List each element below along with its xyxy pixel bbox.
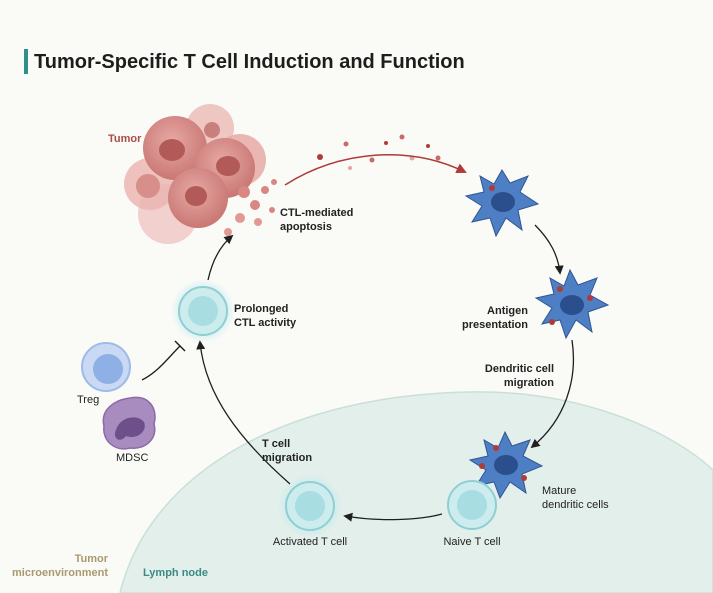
ctl-apoptosis-label: CTL-mediated apoptosis (280, 207, 354, 233)
lymph-node-label: Lymph node (143, 567, 208, 579)
t-cell-migration-arrow (196, 340, 291, 485)
inhibition-line (141, 345, 181, 381)
inhibition-bar (174, 340, 186, 352)
activated-t-cell-label: Activated T cell (272, 536, 348, 548)
title-accent-bar (24, 49, 28, 74)
antigen-presentation-label: Antigen presentation (461, 305, 528, 331)
lymph-node-region (119, 391, 713, 593)
tumor-microenvironment-label: Tumor microenvironment (12, 553, 108, 579)
dc-migration-label: Dendritic cell migration (484, 363, 554, 389)
mature-dc-label: Mature dendritic cells (542, 485, 609, 511)
tumor-label: Tumor (108, 133, 142, 145)
naive-t-cell-label: Naive T cell (443, 536, 501, 548)
antigen-release-arrow (284, 154, 467, 186)
ctl-attack-arrow (207, 234, 234, 281)
page-title: Tumor-Specific T Cell Induction and Func… (34, 51, 465, 73)
treg-label: Treg (77, 394, 100, 406)
treg-cell (81, 342, 131, 392)
mature-dendritic-cell (468, 430, 544, 500)
mdsc-label: MDSC (116, 452, 149, 464)
maturation-arrow (534, 224, 564, 275)
prolonged-ctl-label: Prolonged CTL activity (234, 303, 297, 329)
activated-t-cell (278, 474, 342, 538)
cytotoxic-t-cell (171, 279, 235, 343)
tumor-cluster (124, 104, 277, 244)
naive-t-cell (447, 480, 497, 530)
mdsc-cell (102, 396, 156, 450)
antigen-fragments (317, 134, 441, 170)
dendritic-cell-immature (464, 169, 540, 238)
t-cell-migration-label: T cell migration (262, 438, 313, 464)
dendritic-cell-presenting (534, 268, 610, 340)
dc-migration-arrow (530, 339, 575, 449)
activation-arrow (343, 512, 443, 522)
